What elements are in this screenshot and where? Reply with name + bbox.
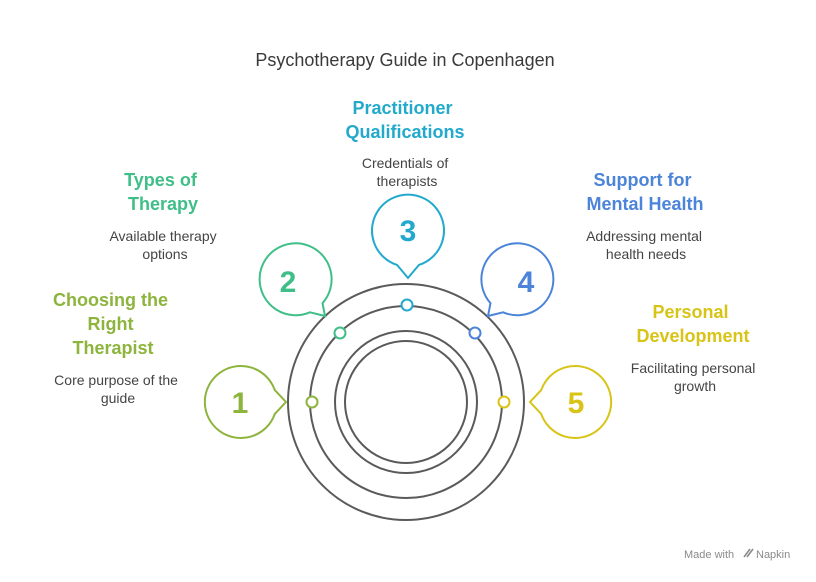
step-3-description-line-2: therapists — [377, 173, 438, 189]
credit-brand: Napkin — [756, 549, 790, 561]
step-5: 5 Personal Development Facilitating pers… — [497, 302, 759, 439]
step-2-heading-line-2: Therapy — [128, 194, 198, 214]
step-2: 2 Types of Therapy Available therapy opt… — [109, 170, 347, 340]
step-1-number: 1 — [232, 387, 249, 420]
step-1-heading-line-3: Therapist — [72, 338, 153, 358]
step-3-ring-marker — [400, 298, 414, 312]
step-4-number: 4 — [518, 266, 535, 299]
step-4: 4 Support for Mental Health Addressing m… — [468, 170, 706, 340]
step-4-description-line-1: Addressing mental — [586, 228, 702, 244]
step-3-description-line-1: Credentials of — [362, 155, 448, 171]
page-title: Psychotherapy Guide in Copenhagen — [255, 50, 554, 70]
step-1-description-line-1: Core purpose of the — [54, 372, 178, 388]
step-3-description: Credentials of therapists — [362, 155, 452, 189]
step-1-callout-bubble — [203, 365, 288, 439]
step-5-description-line-2: growth — [674, 378, 716, 394]
step-5-ring-marker — [497, 395, 511, 409]
step-1-heading-line-1: Choosing the — [53, 290, 168, 310]
credit-prefix: Made with — [684, 549, 734, 561]
step-1: 1 Choosing the Right Therapist Core purp… — [53, 290, 319, 439]
step-5-number: 5 — [568, 387, 585, 420]
step-5-heading-line-2: Development — [636, 326, 749, 346]
step-2-description: Available therapy options — [109, 228, 220, 262]
step-1-description-line-2: guide — [101, 390, 135, 406]
step-3-callout-bubble — [371, 193, 445, 280]
step-2-heading: Types of Therapy — [124, 170, 202, 214]
step-4-heading: Support for Mental Health — [586, 170, 703, 214]
step-2-number: 2 — [280, 266, 297, 299]
concentric-rings — [287, 283, 525, 521]
step-2-callout-bubble — [258, 242, 333, 318]
step-4-heading-line-2: Mental Health — [586, 194, 703, 214]
step-2-description-line-1: Available therapy — [109, 228, 216, 244]
napkin-logo-icon — [743, 548, 754, 558]
step-3-heading-line-2: Qualifications — [345, 122, 464, 142]
step-5-description: Facilitating personal growth — [631, 360, 759, 394]
step-3-heading: Practitioner Qualifications — [345, 98, 464, 142]
step-1-heading-line-2: Right — [88, 314, 134, 334]
outer-ring — [287, 283, 525, 521]
step-2-heading-line-1: Types of — [124, 170, 198, 190]
step-2-ring-marker — [333, 326, 347, 340]
step-4-description: Addressing mental health needs — [586, 228, 706, 262]
step-3: 3 Practitioner Qualifications Credential… — [345, 98, 465, 312]
core-ring — [344, 340, 468, 464]
inner-ring — [334, 330, 478, 474]
made-with-credit: Made with Napkin — [684, 548, 790, 561]
step-4-heading-line-1: Support for — [594, 170, 692, 190]
step-3-heading-line-1: Practitioner — [352, 98, 452, 118]
step-1-ring-marker — [305, 395, 319, 409]
step-3-number: 3 — [400, 215, 417, 248]
step-1-description: Core purpose of the guide — [54, 372, 182, 406]
step-5-description-line-1: Facilitating personal — [631, 360, 756, 376]
step-4-description-line-2: health needs — [606, 246, 686, 262]
step-5-callout-bubble — [528, 365, 613, 439]
step-4-ring-marker — [468, 326, 482, 340]
step-4-callout-bubble — [480, 242, 555, 318]
step-5-heading: Personal Development — [636, 302, 749, 346]
step-1-heading: Choosing the Right Therapist — [53, 290, 173, 358]
step-5-heading-line-1: Personal — [652, 302, 728, 322]
step-2-description-line-2: options — [142, 246, 187, 262]
